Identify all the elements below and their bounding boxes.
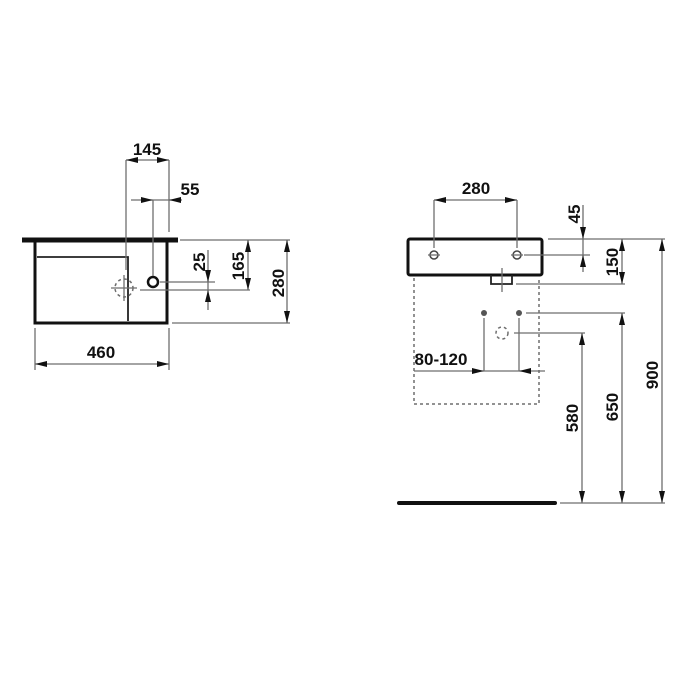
dim-900-label: 900 <box>643 361 662 389</box>
waste-pipe-icon <box>495 326 509 340</box>
tap-hole-icon <box>146 275 160 289</box>
dim-460-label: 460 <box>87 343 115 362</box>
dim-80-120-label: 80-120 <box>415 350 468 369</box>
dim-165-label: 165 <box>229 252 248 280</box>
dim-580-label: 580 <box>563 404 582 432</box>
fixing-hole-left-icon <box>428 250 440 260</box>
top-view: 145 55 25 165 280 460 <box>22 140 290 370</box>
dim-145-label: 145 <box>133 140 161 159</box>
basin-front-outline <box>406 237 544 277</box>
front-view: 280 45 150 80-120 580 650 <box>397 179 665 505</box>
supply-point-right-icon <box>516 310 522 316</box>
dim-280-front-label: 280 <box>462 179 490 198</box>
dim-25-label: 25 <box>190 253 209 272</box>
dim-150-label: 150 <box>603 248 622 276</box>
bowl-outline <box>37 256 129 321</box>
fixing-hole-right-icon <box>511 250 523 260</box>
cabinet-dashed-outline <box>413 278 540 405</box>
dim-280-label: 280 <box>269 269 288 297</box>
dim-650-label: 650 <box>603 393 622 421</box>
supply-point-left-icon <box>481 310 487 316</box>
dim-45-label: 45 <box>565 205 584 224</box>
dim-55-label: 55 <box>181 180 200 199</box>
